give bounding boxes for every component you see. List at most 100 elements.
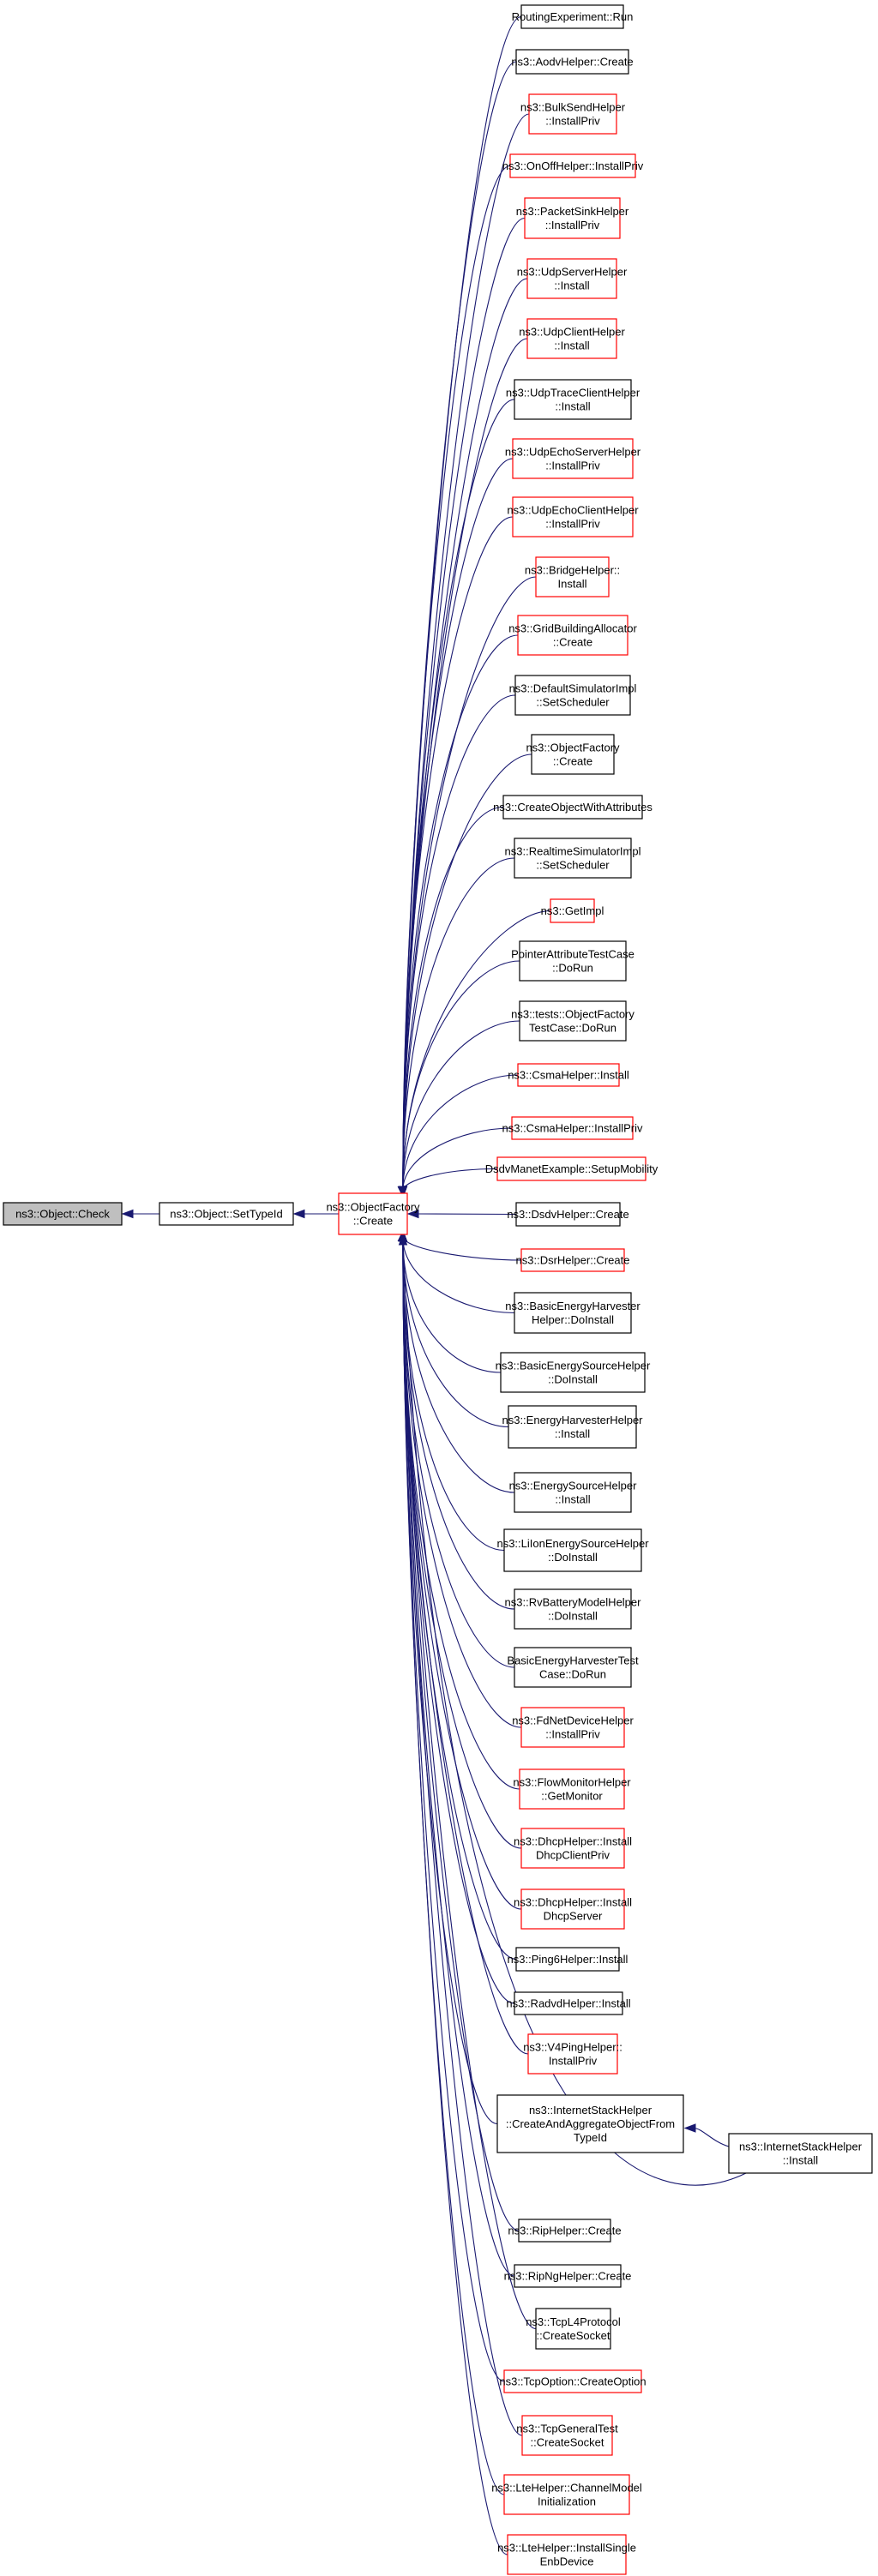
node-caller-29-label: ::DoInstall <box>548 1610 598 1623</box>
node-caller-45-box <box>507 2534 627 2575</box>
node-caller-42[interactable]: ns3::TcpOption::CreateOption <box>499 2369 646 2393</box>
node-caller-6[interactable]: ns3::UdpClientHelper::Install <box>519 318 625 359</box>
node-caller-18-label: ns3::tests::ObjectFactory <box>511 1008 634 1021</box>
node-caller-42-label: ns3::TcpOption::CreateOption <box>499 2375 646 2388</box>
node-caller-15-label: ns3::RealtimeSimulatorImpl <box>505 845 641 858</box>
node-caller-28-box <box>503 1528 642 1572</box>
node-caller-43-box <box>521 2415 613 2456</box>
edge-caller-9 <box>402 516 514 1192</box>
node-caller-17[interactable]: PointerAttributeTestCase::DoRun <box>511 940 634 982</box>
node-caller-39-label: ns3::RipHelper::Create <box>508 2225 621 2237</box>
node-caller-17-label: ::DoRun <box>552 962 593 975</box>
node-caller-24[interactable]: ns3::BasicEnergyHarvesterHelper::DoInsta… <box>505 1292 640 1334</box>
node-caller-37[interactable]: ns3::V4PingHelper::InstallPriv <box>523 2033 622 2075</box>
node-caller-25-label: ::DoInstall <box>548 1373 598 1386</box>
node-caller-40[interactable]: ns3::RipNgHelper::Create <box>504 2264 632 2288</box>
node-caller-2[interactable]: ns3::BulkSendHelper::InstallPriv <box>520 93 626 135</box>
node-caller-43[interactable]: ns3::TcpGeneralTest::CreateSocket <box>516 2415 618 2456</box>
node-caller-24-label: Helper::DoInstall <box>532 1313 614 1326</box>
node-caller-14[interactable]: ns3::CreateObjectWithAttributes <box>493 795 652 820</box>
node-caller-27-box <box>514 1472 632 1513</box>
node-objectfactory-create-box <box>338 1192 408 1235</box>
node-caller-3[interactable]: ns3::OnOffHelper::InstallPriv <box>502 153 644 178</box>
node-caller-31-box <box>520 1707 625 1748</box>
node-caller-38-box <box>496 2094 684 2153</box>
node-caller-19-box <box>517 1063 620 1087</box>
node-caller-8[interactable]: ns3::UdpEchoServerHelper::InstallPriv <box>505 438 641 479</box>
node-caller-13[interactable]: ns3::ObjectFactory::Create <box>526 734 620 775</box>
node-caller-38[interactable]: ns3::InternetStackHelper::CreateAndAggre… <box>496 2094 684 2153</box>
node-caller-21-label: DsdvManetExample::SetupMobility <box>485 1162 658 1175</box>
node-caller-0[interactable]: RoutingExperiment::Run <box>512 4 634 29</box>
node-caller-19[interactable]: ns3::CsmaHelper::Install <box>508 1063 629 1087</box>
node-caller-2-label: ::InstallPriv <box>545 115 600 128</box>
node-caller-24-box <box>514 1292 632 1334</box>
node-caller-31[interactable]: ns3::FdNetDeviceHelper::InstallPriv <box>512 1707 634 1748</box>
node-caller-34-label: DhcpServer <box>544 1910 603 1923</box>
node-caller-39[interactable]: ns3::RipHelper::Create <box>508 2219 622 2243</box>
node-caller-17-box <box>519 940 627 982</box>
node-caller-22[interactable]: ns3::DsdvHelper::Create <box>507 1202 629 1227</box>
node-caller-29[interactable]: ns3::RvBatteryModelHelper::DoInstall <box>505 1588 642 1630</box>
edge-caller-26 <box>402 1235 509 1428</box>
node-caller-4-label: ::InstallPriv <box>545 219 600 231</box>
edge-caller-1 <box>402 61 517 1192</box>
node-caller-5[interactable]: ns3::UdpServerHelper::Install <box>517 258 628 299</box>
node-caller-42-box <box>503 2369 642 2393</box>
node-object-settypeid[interactable]: ns3::Object::SetTypeId <box>159 1202 294 1226</box>
node-caller-7[interactable]: ns3::UdpTraceClientHelper::Install <box>506 379 640 420</box>
node-caller-33-label: ns3::DhcpHelper::Install <box>514 1835 632 1848</box>
node-caller-41-label: ns3::TcpL4Protocol <box>526 2315 621 2328</box>
node-caller-15[interactable]: ns3::RealtimeSimulatorImpl::SetScheduler <box>505 838 641 879</box>
node-caller-16[interactable]: ns3::GetImpl <box>541 898 604 923</box>
node-caller-25[interactable]: ns3::BasicEnergySourceHelper::DoInstall <box>496 1352 651 1393</box>
node-caller-6-label: ::Install <box>554 339 589 352</box>
node-caller-28[interactable]: ns3::LiIonEnergySourceHelper::DoInstall <box>496 1528 649 1572</box>
node-caller-11[interactable]: ns3::GridBuildingAllocator::Create <box>508 615 637 656</box>
node-caller-32-label: ns3::FlowMonitorHelper <box>513 1776 631 1789</box>
node-caller-1-label: ns3::AodvHelper::Create <box>511 56 633 69</box>
node-caller-10[interactable]: ns3::BridgeHelper::Install <box>525 556 620 597</box>
node-caller-44[interactable]: ns3::LteHelper::ChannelModelInitializati… <box>491 2474 642 2515</box>
node-caller-17-label: PointerAttributeTestCase <box>511 948 634 961</box>
node-internetstackhelper-install[interactable]: ns3::InternetStackHelper::Install <box>728 2133 873 2174</box>
node-caller-39-box <box>518 2219 611 2243</box>
edge-caller-12 <box>402 694 516 1192</box>
node-object-check[interactable]: ns3::Object::Check <box>3 1202 123 1226</box>
node-caller-15-box <box>514 838 632 879</box>
node-objectfactory-create[interactable]: ns3::ObjectFactory::Create <box>326 1192 420 1235</box>
node-caller-30-label: Case::DoRun <box>539 1668 606 1681</box>
node-caller-32[interactable]: ns3::FlowMonitorHelper::GetMonitor <box>513 1768 631 1810</box>
node-caller-26[interactable]: ns3::EnergyHarvesterHelper::Install <box>502 1405 643 1449</box>
node-caller-36[interactable]: ns3::RadvdHelper::Install <box>506 1991 631 2015</box>
edge-caller-30 <box>402 1235 515 1668</box>
edge-internetinstall-to-createaggregate-arrowhead <box>683 2123 696 2133</box>
node-internetstackhelper-install-label: ns3::InternetStackHelper <box>739 2141 863 2153</box>
node-caller-9[interactable]: ns3::UdpEchoClientHelper::InstallPriv <box>507 496 639 537</box>
node-caller-37-label: InstallPriv <box>549 2055 598 2068</box>
node-caller-12[interactable]: ns3::DefaultSimulatorImpl::SetScheduler <box>509 675 637 716</box>
node-caller-1[interactable]: ns3::AodvHelper::Create <box>511 49 634 75</box>
node-caller-41[interactable]: ns3::TcpL4Protocol::CreateSocket <box>526 2308 621 2350</box>
node-caller-23[interactable]: ns3::DsrHelper::Create <box>516 1248 630 1272</box>
node-caller-30-box <box>514 1647 632 1688</box>
node-caller-45-label: EnbDevice <box>540 2555 594 2568</box>
edge-caller-21 <box>402 1168 498 1192</box>
node-caller-4[interactable]: ns3::PacketSinkHelper::InstallPriv <box>516 197 629 239</box>
node-caller-29-label: ns3::RvBatteryModelHelper <box>505 1596 642 1609</box>
node-caller-35[interactable]: ns3::Ping6Helper::Install <box>508 1947 628 1972</box>
node-caller-21[interactable]: DsdvManetExample::SetupMobility <box>485 1156 658 1181</box>
node-caller-33-box <box>520 1828 625 1869</box>
node-caller-27[interactable]: ns3::EnergySourceHelper::Install <box>509 1472 638 1513</box>
node-caller-20[interactable]: ns3::CsmaHelper::InstallPriv <box>502 1116 643 1140</box>
node-caller-11-box <box>517 615 628 656</box>
node-caller-43-label: ::CreateSocket <box>531 2436 604 2449</box>
node-caller-26-label: ns3::EnergyHarvesterHelper <box>502 1414 643 1426</box>
node-caller-36-label: ns3::RadvdHelper::Install <box>506 1997 630 2010</box>
